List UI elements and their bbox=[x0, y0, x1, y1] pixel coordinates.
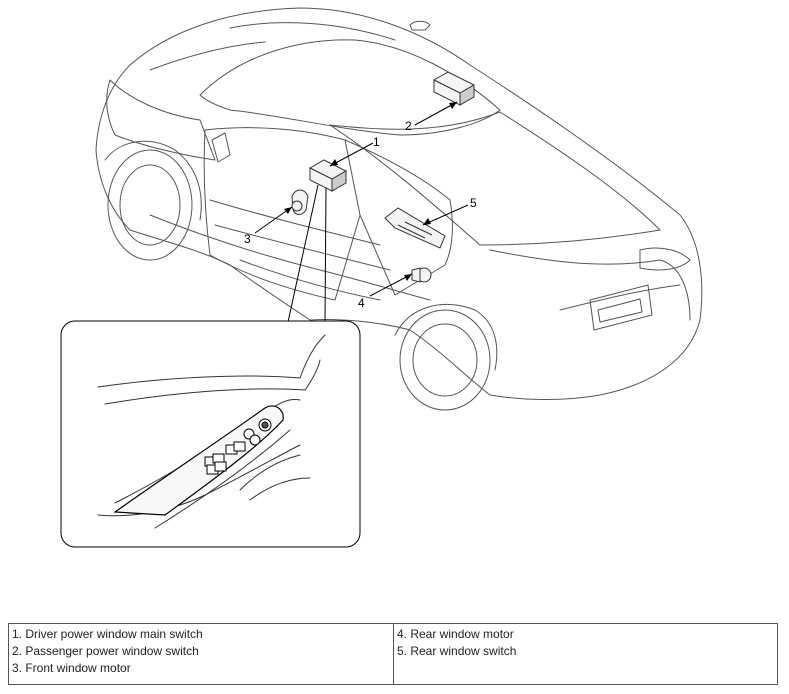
legend-item: 2. Passenger power window switch bbox=[12, 644, 199, 658]
component-location-diagram: 2 1 3 5 4 bbox=[60, 7, 703, 548]
car-illustration bbox=[95, 7, 703, 411]
callout-1: 1 bbox=[373, 135, 380, 149]
legend-item: 1. Driver power window main switch bbox=[12, 627, 203, 641]
legend-item: 3. Front window motor bbox=[12, 661, 131, 675]
callout-2: 2 bbox=[405, 119, 412, 133]
legend-column-left: 1. Driver power window main switch 2. Pa… bbox=[9, 624, 393, 684]
legend-item: 4. Rear window motor bbox=[397, 627, 514, 641]
arrowheads bbox=[284, 102, 457, 281]
legend-item: 5. Rear window switch bbox=[397, 644, 517, 658]
callout-5: 5 bbox=[470, 196, 477, 210]
component-symbols bbox=[291, 71, 476, 283]
detail-inset bbox=[60, 320, 361, 548]
callout-4: 4 bbox=[358, 296, 365, 310]
leader-lines bbox=[254, 101, 469, 297]
legend-table: 1. Driver power window main switch 2. Pa… bbox=[8, 623, 778, 685]
legend-column-right: 4. Rear window motor 5. Rear window swit… bbox=[393, 624, 777, 684]
callout-3: 3 bbox=[244, 232, 251, 246]
zoom-lines bbox=[287, 184, 327, 323]
